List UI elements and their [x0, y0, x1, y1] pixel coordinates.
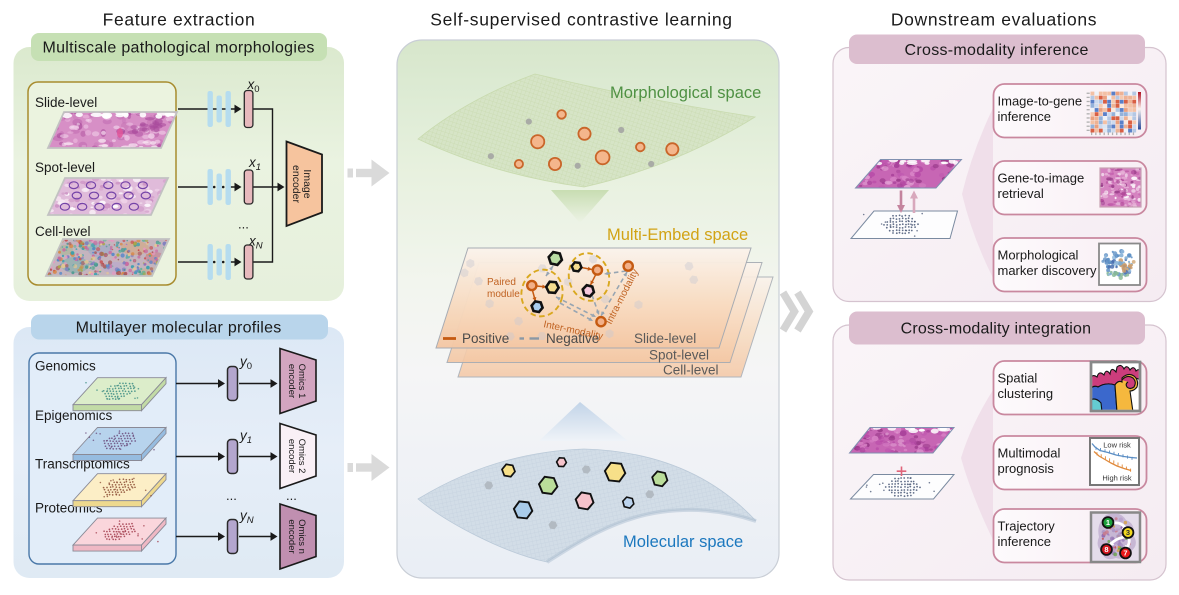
svg-text:Self-supervised contrastive le: Self-supervised contrastive learning — [430, 10, 732, 30]
svg-text:Trajectory: Trajectory — [998, 519, 1056, 534]
svg-text:encoder: encoder — [286, 364, 297, 398]
svg-text:Epigenomics: Epigenomics — [35, 408, 113, 423]
svg-text:Downstream evaluations: Downstream evaluations — [891, 10, 1097, 30]
svg-text:Image: Image — [301, 169, 313, 198]
svg-text:encoder: encoder — [286, 519, 297, 553]
svg-text:...: ... — [226, 488, 237, 503]
svg-text:Molecular space: Molecular space — [623, 533, 743, 551]
svg-text:Gene-to-image: Gene-to-image — [998, 171, 1085, 186]
svg-text:Multilayer molecular profiles: Multilayer molecular profiles — [76, 320, 282, 337]
svg-text:Spot-level: Spot-level — [649, 348, 709, 363]
svg-text:Spot-level: Spot-level — [35, 160, 95, 175]
svg-text:Positive: Positive — [462, 331, 509, 346]
svg-text:Cell-level: Cell-level — [35, 224, 91, 239]
svg-text:inference: inference — [998, 534, 1051, 549]
svg-text:prognosis: prognosis — [998, 461, 1055, 476]
svg-text:marker discovery: marker discovery — [998, 263, 1097, 278]
svg-text:Genomics: Genomics — [35, 359, 96, 374]
svg-text:Paired: Paired — [487, 277, 516, 288]
svg-text:Omics 2: Omics 2 — [296, 439, 307, 474]
svg-text:3: 3 — [1126, 528, 1130, 537]
svg-text:...: ... — [286, 488, 297, 503]
svg-text:encoder: encoder — [290, 165, 302, 203]
svg-text:Omics n: Omics n — [296, 519, 307, 554]
svg-text:Image-to-gene: Image-to-gene — [998, 94, 1083, 109]
svg-text:Low risk: Low risk — [1103, 441, 1131, 450]
svg-text:7: 7 — [1123, 549, 1127, 558]
svg-text:module: module — [487, 289, 520, 300]
svg-text:High risk: High risk — [1102, 474, 1131, 483]
svg-text:1: 1 — [1106, 518, 1110, 527]
svg-text:inference: inference — [998, 109, 1051, 124]
svg-text:Multimodal: Multimodal — [998, 446, 1061, 461]
svg-text:Slide-level: Slide-level — [634, 331, 696, 346]
svg-text:clustering: clustering — [998, 386, 1054, 401]
svg-text:Omics 1: Omics 1 — [296, 364, 307, 399]
svg-text:Multiscale pathological morpho: Multiscale pathological morphologies — [42, 40, 314, 57]
svg-text:8: 8 — [1104, 545, 1108, 554]
svg-text:Negative: Negative — [546, 331, 599, 346]
svg-text:Cross-modality inference: Cross-modality inference — [905, 42, 1089, 59]
svg-text:Cell-level: Cell-level — [663, 363, 719, 378]
svg-text:Multi-Embed space: Multi-Embed space — [607, 226, 748, 244]
svg-text:Morphological space: Morphological space — [610, 84, 761, 102]
svg-text:...: ... — [238, 217, 249, 232]
svg-text:Spatial: Spatial — [998, 371, 1038, 386]
svg-text:Cross-modality integration: Cross-modality integration — [901, 321, 1092, 338]
svg-text:Morphological: Morphological — [998, 248, 1079, 263]
svg-text:Slide-level: Slide-level — [35, 95, 97, 110]
svg-text:Feature extraction: Feature extraction — [103, 10, 256, 30]
svg-text:encoder: encoder — [286, 439, 297, 473]
svg-text:retrieval: retrieval — [998, 186, 1044, 201]
